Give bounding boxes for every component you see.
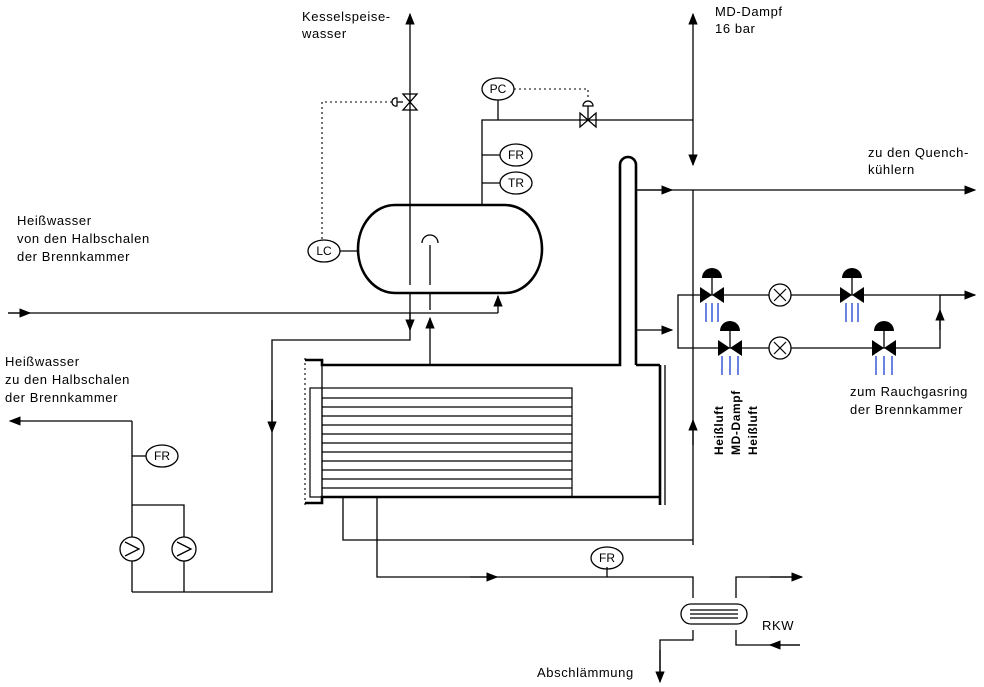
feedwater-valve (401, 93, 419, 111)
pump-1 (119, 536, 145, 562)
label-heissluft-1: Heißluft (712, 406, 726, 455)
lc-instrument: LC (307, 239, 358, 263)
label-hw-von-2: von den Halbschalen (17, 231, 150, 246)
steam-pressure-valve (579, 111, 597, 129)
fr-left-instrument: FR (145, 444, 179, 468)
tr-label: TR (508, 176, 524, 190)
label-hw-zu-3: der Brennkammer (5, 390, 118, 405)
tr-instrument: TR (499, 171, 533, 195)
heat-exchanger (304, 155, 666, 505)
ring-valve-3 (718, 321, 742, 375)
label-hw-von-3: der Brennkammer (17, 249, 130, 264)
fr-left-label: FR (154, 449, 170, 463)
pc-instrument: PC (481, 77, 515, 120)
fr-top-label: FR (508, 148, 524, 162)
blowdown-line (376, 497, 804, 684)
label-quench-1: zu den Quench- (868, 145, 969, 160)
hot-water-return-line (8, 313, 435, 593)
fr-top-instrument: FR (499, 143, 533, 167)
tube-bundle (322, 397, 572, 489)
steam-outlet-line (481, 12, 698, 205)
feedwater-valve-actuator (391, 97, 403, 107)
quench-line (342, 185, 977, 545)
ring-valve-1 (700, 268, 724, 322)
label-quench-2: kühlern (868, 162, 915, 177)
ring-mixer-2 (768, 336, 792, 360)
fr-bottom-label: FR (599, 551, 615, 565)
steam-drum (356, 203, 544, 330)
lc-label: LC (316, 244, 332, 258)
label-hw-zu-1: Heißwasser (5, 354, 80, 369)
pump-2 (171, 536, 197, 562)
ring-valve-2 (840, 268, 864, 322)
ring-mixer-1 (768, 283, 792, 307)
rkw-cooler (680, 603, 748, 625)
pc-label: PC (490, 82, 507, 96)
label-hw-zu-2: zu den Halbschalen (5, 372, 130, 387)
label-md-dampf-vertical: MD-Dampf (729, 390, 743, 455)
label-rauch-1: zum Rauchgasring (850, 384, 968, 399)
label-hw-von-1: Heißwasser (17, 213, 92, 228)
label-kesselspeise-1: Kesselspeise- (302, 9, 391, 24)
fr-bottom-instrument: FR (590, 546, 624, 570)
feedwater-line (321, 12, 419, 285)
label-abschlaemmung: Abschlämmung (537, 665, 634, 680)
label-rauch-2: der Brennkammer (850, 402, 963, 417)
label-rkw: RKW (762, 618, 794, 633)
label-kesselspeise-2: wasser (301, 26, 347, 41)
flue-gas-ring-lines (636, 290, 977, 349)
hot-water-inlet-line (8, 294, 503, 318)
label-md-dampf-2: 16 bar (715, 21, 756, 36)
label-heissluft-2: Heißluft (746, 406, 760, 455)
ring-valve-4 (872, 321, 896, 375)
label-md-dampf-1: MD-Dampf (715, 4, 783, 19)
